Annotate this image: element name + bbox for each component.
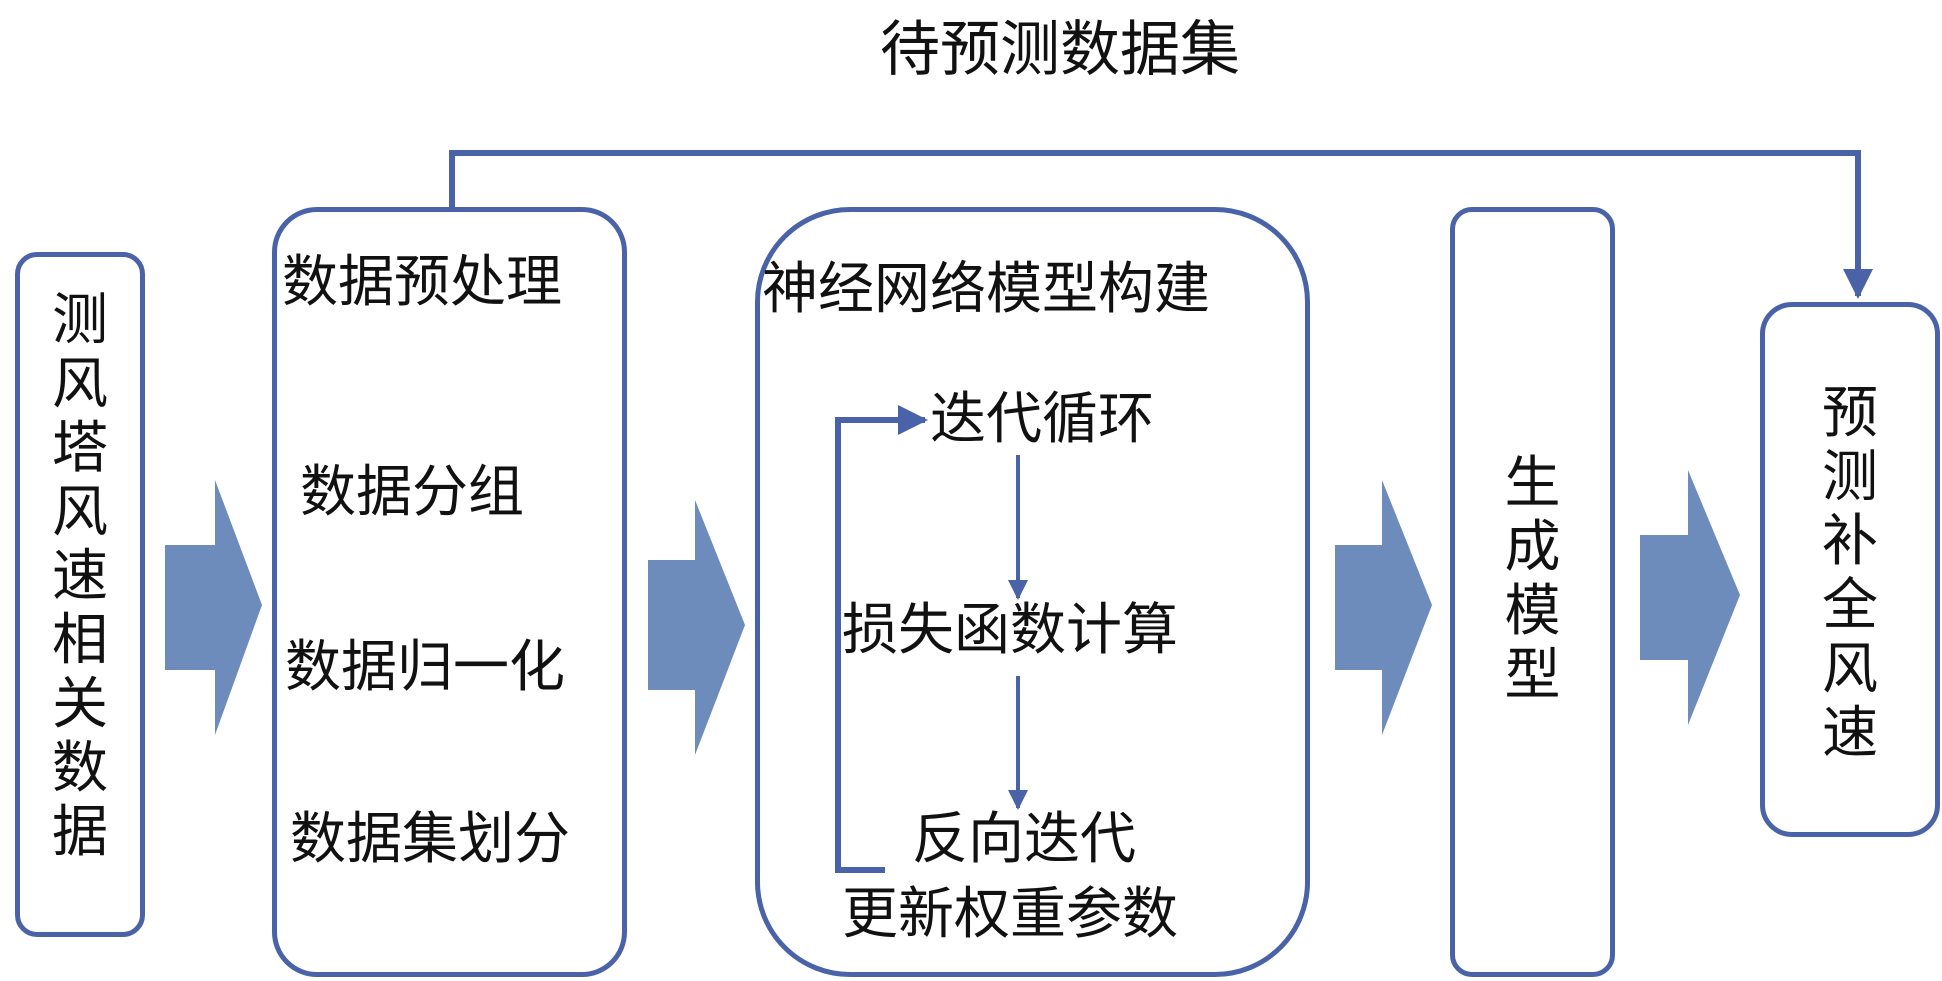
network-title: 神经网络模型构建 [762,257,1210,322]
input-data-label: 测风塔风速相关数据 [52,288,108,865]
preprocess-step-grouping: 数据分组 [300,460,524,525]
output-label: 预测补全风速 [1822,381,1878,766]
network-backprop-label: 反向迭代 [912,807,1136,872]
network-loop-label: 迭代循环 [930,387,1154,452]
preprocess-step-split: 数据集划分 [290,807,570,872]
input-data-box: 测风塔风速相关数据 [15,252,145,937]
output-box: 预测补全风速 [1760,302,1940,837]
preprocess-box [272,207,627,977]
generate-model-box: 生成模型 [1450,207,1615,977]
generate-model-label: 生成模型 [1504,451,1561,708]
top-label: 待预测数据集 [880,15,1240,85]
network-loss-label: 损失函数计算 [842,598,1178,663]
block-arrow-preprocess-to-network [648,500,745,755]
preprocess-title: 数据预处理 [282,250,562,315]
preprocess-step-normalization: 数据归一化 [285,635,565,700]
block-arrow-network-to-generate [1335,480,1432,735]
network-update-label: 更新权重参数 [842,882,1178,947]
block-arrow-input-to-preprocess [165,480,262,735]
block-arrow-generate-to-output [1640,470,1740,725]
